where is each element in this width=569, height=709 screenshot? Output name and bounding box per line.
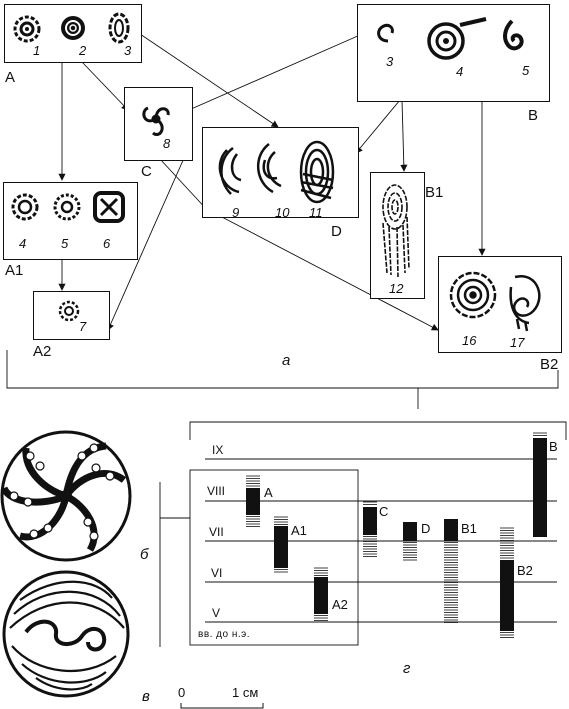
arrow-A-C	[81, 61, 129, 111]
arrow-D-B2	[219, 215, 439, 331]
chrono-bar-C	[363, 501, 377, 557]
box-D	[202, 127, 359, 218]
ornament-3	[108, 12, 130, 44]
box-A	[4, 4, 142, 63]
period-IX: IX	[212, 443, 224, 457]
ornament-B3	[377, 23, 394, 43]
ornament-A1-4	[11, 193, 39, 221]
item-A1-5: 5	[61, 236, 69, 251]
group-label-B: B	[528, 107, 539, 124]
item-9: 9	[232, 205, 240, 220]
bar-label-A1: A1	[290, 523, 308, 538]
item-B3: 3	[386, 54, 394, 69]
arrow-B-D	[355, 99, 401, 154]
group-label-D: D	[331, 223, 342, 240]
caption-g: г	[403, 660, 411, 677]
spiral-ornament-B1	[382, 184, 410, 278]
ornament-B4	[427, 17, 487, 60]
item-1: 1	[33, 43, 41, 58]
bar-label-A2: A2	[331, 597, 349, 612]
period-VIII: VIII	[207, 484, 226, 498]
item-7: 7	[79, 319, 87, 334]
item-10: 10	[275, 205, 290, 220]
caption-b: б	[140, 546, 149, 563]
chrono-bar-B	[533, 432, 547, 537]
box-C	[124, 87, 193, 161]
item-3: 3	[124, 43, 132, 58]
group-label-A2: A2	[33, 343, 52, 360]
ornament-2	[61, 16, 85, 40]
ornament-1	[13, 15, 41, 43]
group-label-A1: A1	[5, 262, 24, 279]
spiral-ornaments-A1	[11, 191, 125, 223]
arrow-A-D	[139, 33, 279, 128]
chrono-bar-A1	[274, 516, 288, 573]
item-12: 12	[389, 281, 404, 296]
ornament-16	[449, 271, 497, 319]
period-VI: VI	[211, 566, 223, 580]
bracket-a-g	[6, 350, 567, 440]
scale-one-cm: 1 см	[232, 685, 259, 700]
period-V: V	[212, 606, 221, 620]
bar-label-B2: B2	[516, 563, 534, 578]
bc-label: вв. до н.э.	[198, 629, 251, 640]
ornament-10	[256, 143, 282, 194]
bar-label-C: C	[378, 504, 390, 519]
chrono-bar-A2	[314, 567, 328, 621]
bar-label-D: D	[420, 521, 432, 536]
spiral-ornaments-B	[377, 17, 524, 60]
group-label-A: A	[5, 69, 16, 86]
bar-label-B: B	[548, 439, 559, 454]
chrono-bar-D	[403, 522, 417, 561]
item-11: 11	[309, 205, 323, 220]
spiral-ornament-A2	[58, 300, 80, 322]
plaque-b	[0, 430, 132, 562]
arrow-C-D	[159, 158, 211, 214]
group-label-B2: B2	[540, 356, 559, 373]
spiral-ornaments-D	[218, 140, 335, 204]
plaque-v	[2, 570, 130, 698]
group-label-C: C	[141, 163, 152, 180]
item-8: 8	[163, 136, 171, 151]
bar-label-B1: B1	[460, 521, 478, 536]
arrow-C-A2	[107, 139, 193, 331]
box-A1	[3, 182, 138, 260]
item-B5: 5	[522, 63, 530, 78]
ornament-A1-5	[53, 193, 81, 221]
item-17: 17	[510, 335, 525, 350]
spiral-ornaments-A	[13, 12, 130, 44]
ornament-A1-6	[93, 191, 125, 223]
item-A1-4: 4	[19, 236, 27, 251]
caption-a: а	[282, 352, 291, 369]
period-VII: VII	[209, 525, 224, 539]
ornament-11	[299, 140, 335, 204]
ornament-9	[218, 146, 242, 195]
chrono-bar-B1	[444, 519, 458, 623]
bar-label-A: A	[263, 485, 274, 500]
item-2: 2	[79, 43, 87, 58]
spiral-ornaments-B2	[449, 271, 541, 332]
chrono-bar-A	[246, 475, 260, 527]
ornament-17	[509, 275, 541, 332]
box-B2	[438, 256, 562, 353]
group-label-B1: B1	[425, 184, 444, 201]
item-16: 16	[462, 333, 477, 348]
arrow-B-B1	[400, 99, 408, 172]
box-A2	[33, 291, 110, 340]
box-B	[357, 4, 550, 102]
chrono-bar-B2	[500, 527, 514, 638]
ornament-B5	[503, 19, 524, 51]
spiral-ornament-C	[142, 106, 170, 136]
scale-zero: 0	[178, 685, 186, 700]
item-A1-6: 6	[103, 236, 111, 251]
box-B1	[370, 172, 425, 299]
item-B4: 4	[456, 64, 464, 79]
arrow-B-C	[181, 34, 361, 114]
caption-v: в	[142, 688, 150, 705]
